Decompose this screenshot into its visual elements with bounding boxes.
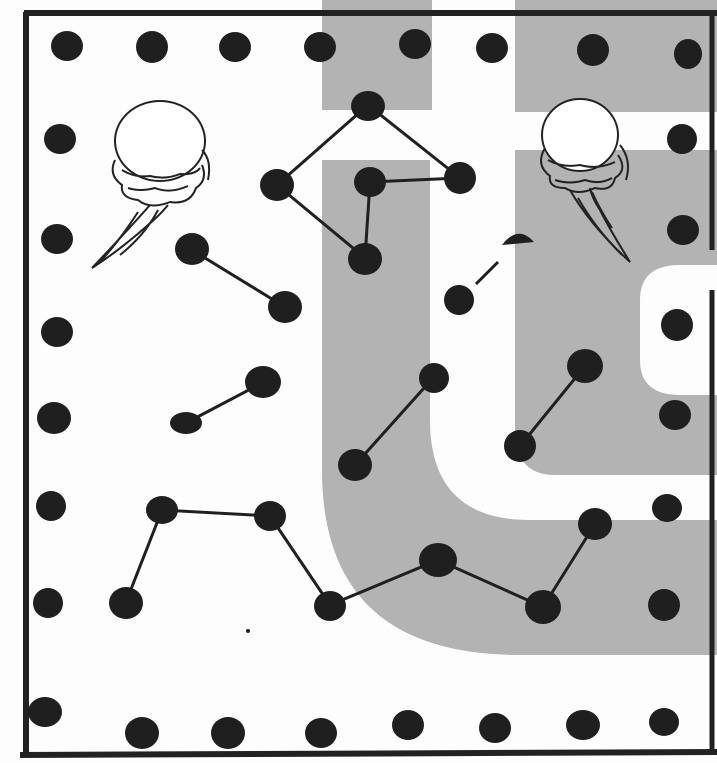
dot xyxy=(577,34,609,66)
dot xyxy=(476,33,508,63)
dot xyxy=(659,400,691,430)
dot xyxy=(28,697,62,727)
connection-line xyxy=(476,262,498,284)
dot xyxy=(245,366,281,398)
dot xyxy=(419,363,449,393)
dot xyxy=(652,494,682,522)
dot xyxy=(136,31,168,63)
dot xyxy=(268,291,302,323)
dot xyxy=(667,124,697,154)
dot xyxy=(170,412,202,434)
dot xyxy=(211,717,245,749)
dot xyxy=(578,508,612,540)
dot xyxy=(479,713,511,743)
dot xyxy=(399,29,431,59)
dot xyxy=(33,588,63,618)
dot xyxy=(125,717,159,749)
ink-speck xyxy=(246,629,250,633)
dot xyxy=(338,449,372,481)
dot xyxy=(525,590,561,624)
dot xyxy=(305,718,337,748)
dot xyxy=(661,309,693,341)
dot xyxy=(444,285,474,315)
dot xyxy=(254,501,286,531)
dot xyxy=(146,496,178,524)
dot xyxy=(648,589,680,621)
dot xyxy=(51,31,83,61)
dot xyxy=(392,710,424,740)
dot xyxy=(566,710,600,740)
dot xyxy=(504,430,536,462)
dot xyxy=(354,167,386,197)
dot xyxy=(304,32,336,62)
dot xyxy=(41,224,73,254)
dot xyxy=(41,317,73,347)
dot xyxy=(175,233,209,265)
dot xyxy=(44,124,76,154)
dot xyxy=(419,543,457,577)
dot xyxy=(667,215,699,245)
dot xyxy=(444,162,476,194)
dot xyxy=(314,591,346,621)
dot xyxy=(567,349,603,383)
dot xyxy=(351,91,385,121)
dot xyxy=(37,402,71,434)
dot xyxy=(219,32,251,62)
dot xyxy=(36,491,66,521)
dot xyxy=(649,708,679,736)
dot xyxy=(109,587,143,619)
dot xyxy=(348,243,382,275)
dot xyxy=(260,169,294,201)
dot xyxy=(674,39,702,69)
